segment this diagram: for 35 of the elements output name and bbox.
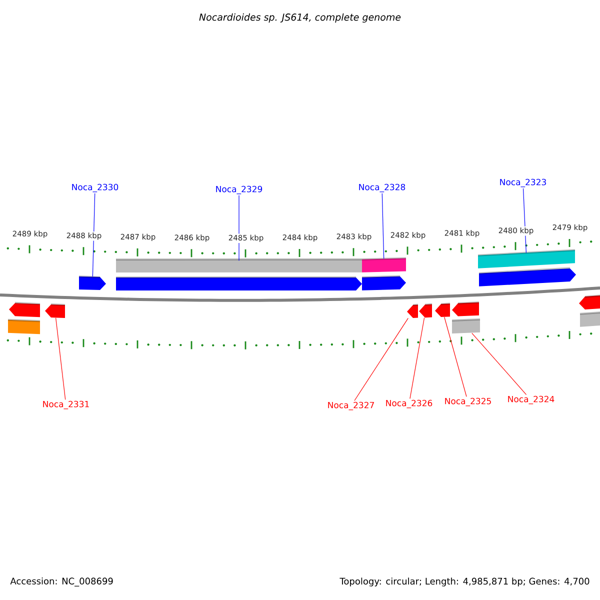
- gene-block: [78, 275, 106, 290]
- footer-text: Accession: NC_008699: [10, 578, 113, 586]
- leader-line: [382, 193, 384, 259]
- gene-block: [45, 303, 66, 318]
- gene-block: [419, 303, 432, 318]
- leader-line: [410, 317, 425, 399]
- gene-block: [9, 302, 40, 318]
- gene-block: [407, 304, 418, 318]
- leader-line: [92, 193, 96, 277]
- gene-block: [362, 275, 406, 290]
- gene-name: Noca_2329: [216, 186, 262, 194]
- gene-block: [452, 301, 480, 316]
- gene-bar: [362, 257, 406, 272]
- gene-bar: [478, 249, 576, 268]
- leader-line: [354, 318, 408, 401]
- gene-bar: [116, 258, 362, 272]
- gene-block: [478, 267, 576, 286]
- gene-name: Noca_2330: [72, 184, 118, 192]
- gene-name: Noca_2323: [500, 178, 546, 188]
- title: Nocardioides sp. JS614, complete genome: [199, 13, 401, 23]
- gene-name: Noca_2327: [328, 402, 374, 410]
- gene-bar: [580, 311, 600, 327]
- gene-block: [435, 302, 450, 317]
- footer-text: Topology: circular; Length: 4,985,871 bp; Genes: 4,700: [340, 578, 590, 586]
- leader-line: [444, 316, 467, 397]
- gene-bar: [8, 318, 40, 334]
- leader-line: [472, 332, 527, 395]
- gene-name: Noca_2328: [359, 184, 406, 192]
- gene-name: Noca_2325: [445, 398, 491, 406]
- gene-name: Noca_2331: [43, 400, 89, 410]
- gene-name: Noca_2326: [386, 400, 432, 408]
- gene-block: [579, 294, 600, 310]
- gene-name: Noca_2324: [508, 396, 554, 404]
- gene-bar: [452, 318, 480, 334]
- leader-line: [55, 318, 66, 400]
